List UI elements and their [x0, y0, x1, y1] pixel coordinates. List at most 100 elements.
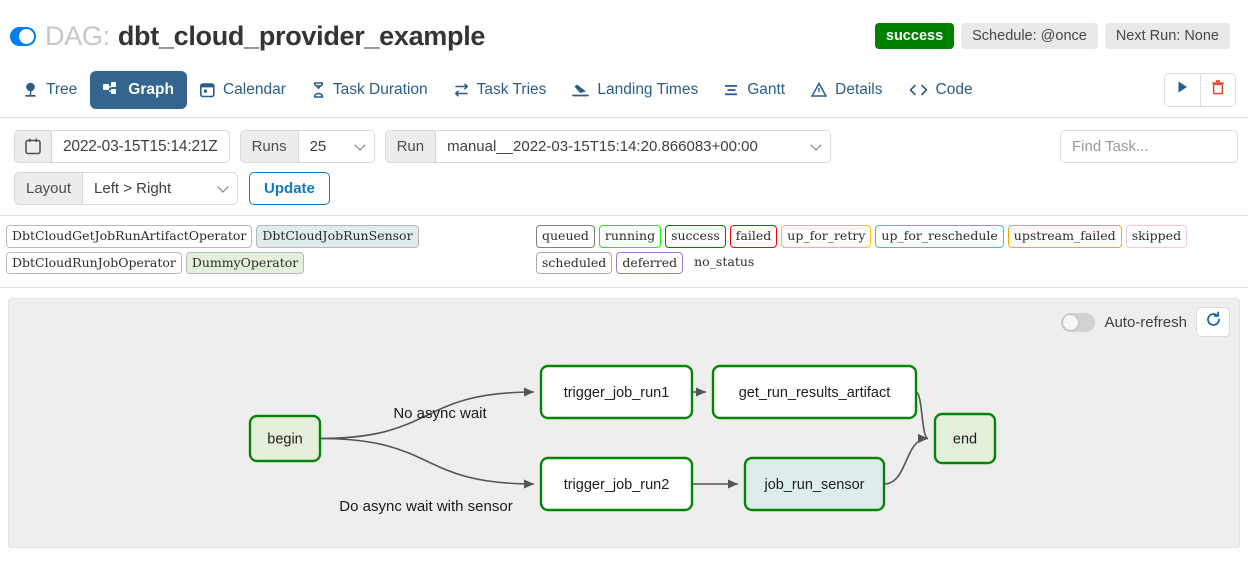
tab-task-duration[interactable]: Task Duration [299, 71, 441, 109]
legend-state-chip[interactable]: no_status [687, 251, 760, 274]
page-title: dbt_cloud_provider_example [117, 20, 486, 51]
tab-details[interactable]: Details [798, 71, 895, 109]
trash-icon [1211, 79, 1225, 100]
refresh-controls: Auto-refresh [1061, 307, 1230, 337]
legend-state-chip[interactable]: queued [536, 225, 595, 248]
graph-node-label: trigger_job_run1 [564, 385, 670, 401]
runs-label: Runs [239, 130, 299, 163]
graph-node-box[interactable] [933, 412, 997, 465]
dag-action-buttons [1164, 72, 1236, 107]
graph-node[interactable]: trigger_job_run2 [539, 456, 694, 512]
tab-label: Tree [46, 80, 78, 98]
view-tabbar: Tree Graph Calendar Task Duration Task T… [0, 62, 1248, 118]
tab-gantt[interactable]: Gantt [711, 71, 798, 109]
tab-label: Task Duration [332, 80, 428, 98]
graph-node-box[interactable] [743, 456, 886, 512]
dag-graph-svg: begin trigger_job_run1 get_run_results_art… [248, 364, 997, 515]
layout-label: Layout [14, 172, 84, 205]
page-header: DAG: dbt_cloud_provider_example success … [0, 0, 1248, 62]
tab-label: Graph [128, 80, 174, 98]
graph-nodes: begin trigger_job_run1 get_run_results_art… [248, 364, 997, 512]
tab-label: Details [835, 80, 883, 98]
run-label: Run [384, 130, 437, 163]
graph-node[interactable]: job_run_sensor [743, 456, 886, 512]
graph-area: Auto-refresh begin trigger_job_run1 get_ru… [0, 288, 1248, 548]
execution-date-group: 2022-03-15T15:14:21Z [14, 130, 230, 163]
gantt-icon [724, 82, 739, 98]
legend-state-chip[interactable]: up_for_retry [781, 225, 872, 248]
tab-label: Calendar [222, 80, 286, 98]
auto-refresh-toggle[interactable] [1061, 312, 1096, 332]
tab-task-tries[interactable]: Task Tries [441, 71, 560, 109]
legend-state-chip[interactable]: success [665, 225, 726, 248]
retry-icon [454, 82, 469, 98]
runs-group: Runs 25 [239, 130, 375, 163]
graph-edge [915, 391, 929, 443]
next-run-badge: Next Run: None [1104, 23, 1230, 49]
auto-refresh-label: Auto-refresh [1104, 313, 1187, 331]
graph-edge [319, 437, 535, 489]
layout-select[interactable]: Left > Right [83, 172, 239, 205]
legend-state-chip[interactable]: deferred [616, 251, 684, 274]
refresh-icon [1205, 311, 1222, 333]
tab-landing-times[interactable]: Landing Times [559, 71, 711, 109]
dag-pause-toggle-icon[interactable] [10, 26, 36, 46]
legend-operator-chip[interactable]: DbtCloudJobRunSensor [256, 225, 419, 248]
graph-edge [883, 434, 929, 485]
graph-node-box[interactable] [248, 414, 322, 463]
calendar-icon[interactable] [14, 130, 52, 163]
search-input[interactable]: Find Task... [1060, 130, 1238, 163]
legend-operator-chip[interactable]: DummyOperator [185, 251, 305, 274]
graph-node[interactable]: end [933, 412, 997, 465]
code-icon [909, 82, 928, 98]
refresh-button[interactable] [1196, 307, 1230, 337]
legend-state-chip[interactable]: upstream_failed [1007, 225, 1122, 248]
legend-state-chip[interactable]: up_for_reschedule [875, 225, 1004, 248]
tab-calendar[interactable]: Calendar [187, 71, 299, 109]
update-button[interactable]: Update [249, 172, 330, 205]
tab-label: Landing Times [597, 80, 699, 98]
tab-graph[interactable]: Graph [90, 70, 187, 109]
tab-label: Task Tries [476, 80, 547, 98]
legend-operator-chip[interactable]: DbtCloudRunJobOperator [6, 251, 182, 274]
tab-label: Gantt [747, 80, 786, 98]
legend-state-chip[interactable]: running [598, 225, 662, 248]
graph-edges [319, 387, 929, 489]
warning-icon [811, 81, 828, 98]
landing-icon [572, 82, 590, 98]
legend-state-chip[interactable]: scheduled [536, 251, 613, 274]
delete-dag-button[interactable] [1200, 73, 1235, 106]
legend-state-chip[interactable]: failed [729, 225, 778, 248]
dag-prefix-label: DAG: [45, 20, 110, 51]
tab-tree[interactable]: Tree [10, 71, 90, 109]
layout-group: Layout Left > Right [14, 172, 239, 205]
graph-node-box[interactable] [539, 456, 694, 512]
graph-node[interactable]: get_run_results_artifact [711, 364, 918, 420]
status-badge: success [874, 23, 955, 49]
graph-node[interactable]: begin [248, 414, 322, 463]
graph-edge-label: Do async wait with sensor [339, 498, 512, 515]
trigger-dag-button[interactable] [1165, 73, 1200, 106]
runs-select[interactable]: 25 [298, 130, 375, 163]
graph-node-label: job_run_sensor [764, 477, 865, 493]
run-select[interactable]: manual__2022-03-15T15:14:20.866083+00:00 [436, 130, 832, 163]
legend-state-chip[interactable]: skipped [1125, 225, 1188, 248]
tab-code[interactable]: Code [896, 71, 986, 109]
play-icon [1176, 80, 1189, 99]
execution-date-input[interactable]: 2022-03-15T15:14:21Z [52, 130, 230, 163]
graph-node-box[interactable] [711, 364, 918, 420]
dag-graph-canvas[interactable]: Auto-refresh begin trigger_job_run1 get_ru… [8, 298, 1240, 548]
legend-operator-chip[interactable]: DbtCloudGetJobRunArtifactOperator [6, 225, 253, 248]
hourglass-icon [312, 81, 325, 98]
graph-icon [103, 81, 120, 98]
calendar-icon [199, 82, 215, 98]
graph-node-label: begin [267, 431, 302, 447]
graph-node-box[interactable] [539, 364, 694, 420]
graph-node[interactable]: trigger_job_run1 [539, 364, 694, 420]
graph-node-label: end [953, 431, 977, 447]
schedule-badge[interactable]: Schedule: @once [961, 23, 1098, 49]
